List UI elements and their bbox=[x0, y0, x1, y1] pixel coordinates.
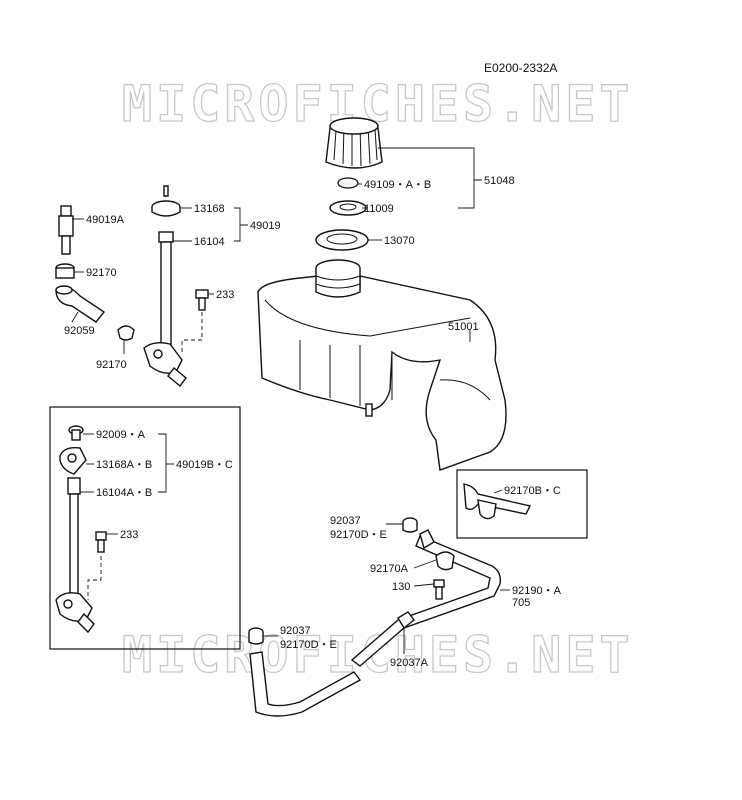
label-49109AB: 49109・A・B bbox=[364, 179, 431, 191]
cap-gasket-49109 bbox=[337, 177, 359, 189]
clip-92037A bbox=[397, 611, 415, 630]
variant-box bbox=[49, 406, 241, 650]
cap-seal-11009 bbox=[329, 200, 367, 216]
fuel-valve bbox=[143, 341, 187, 388]
hose-clamp-92170 bbox=[55, 263, 75, 279]
label-13168AB: 13168A・B bbox=[96, 459, 152, 471]
screw-233-path bbox=[181, 312, 203, 354]
label-51048: 51048 bbox=[484, 175, 515, 187]
breather-cap-13168 bbox=[151, 185, 181, 217]
screw-92009A bbox=[68, 425, 84, 441]
tank-neck bbox=[315, 259, 361, 298]
clamp-92170A bbox=[435, 551, 455, 571]
fuel-cap bbox=[325, 117, 383, 169]
label-130: 130 bbox=[392, 581, 410, 593]
bolt-130 bbox=[433, 579, 445, 600]
label-11009: 11009 bbox=[364, 203, 394, 215]
fuel-hose-lower bbox=[249, 651, 362, 717]
clamp-92037-bottom bbox=[248, 627, 264, 645]
label-92170DE-bottom: 92170D・E bbox=[280, 639, 337, 651]
label-13168: 13168 bbox=[194, 203, 225, 215]
screw-233 bbox=[195, 289, 209, 311]
label-233-box: 233 bbox=[120, 529, 138, 541]
label-92037A: 92037A bbox=[390, 657, 429, 669]
label-233: 233 bbox=[216, 289, 234, 301]
label-16104: 16104 bbox=[194, 236, 225, 248]
label-92009A: 92009・A bbox=[96, 429, 146, 441]
label-49019BC: 49019B・C bbox=[176, 459, 233, 471]
label-92037-bottom: 92037 bbox=[280, 625, 311, 637]
clamp-variant-box bbox=[456, 469, 588, 539]
fuel-tube-16104AB bbox=[67, 477, 81, 597]
label-92190A: 92190・A bbox=[512, 585, 562, 597]
fuel-hose-92059 bbox=[55, 285, 106, 323]
label-49019A: 49019A bbox=[86, 214, 125, 226]
clamp-92170BC bbox=[463, 483, 532, 520]
fuel-hose-92190A bbox=[350, 529, 502, 667]
label-13070: 13070 bbox=[384, 235, 415, 247]
fuel-tank bbox=[257, 275, 507, 471]
label-92170BC: 92170B・C bbox=[504, 485, 561, 497]
label-49019: 49019 bbox=[250, 220, 281, 232]
label-92059: 92059 bbox=[64, 325, 95, 337]
screw-233-box bbox=[95, 531, 107, 553]
label-92170A: 92170A bbox=[370, 563, 409, 575]
label-51001: 51001 bbox=[448, 321, 479, 333]
fuel-valve-box bbox=[55, 592, 95, 634]
clamp-92037-top bbox=[402, 517, 418, 533]
hose-clamp-92170-lower bbox=[117, 325, 135, 341]
fuel-tube-16104 bbox=[158, 231, 174, 349]
breather-cap-13168AB bbox=[59, 446, 87, 475]
watermark-bottom: MICROFICHES.NET bbox=[122, 626, 634, 684]
screw-233-box-path bbox=[87, 556, 102, 600]
label-92037-top: 92037 bbox=[330, 515, 361, 527]
diagram-code: E0200-2332A bbox=[484, 61, 557, 75]
label-705: 705 bbox=[512, 597, 530, 609]
fuel-pick-up-49019A bbox=[58, 205, 74, 255]
label-92170: 92170 bbox=[86, 267, 117, 279]
label-92170-lower: 92170 bbox=[96, 359, 127, 371]
label-92170DE-top: 92170D・E bbox=[330, 529, 387, 541]
leader-lines bbox=[71, 147, 510, 654]
label-16104AB: 16104A・B bbox=[96, 487, 152, 499]
filler-ring-13070 bbox=[315, 229, 369, 251]
